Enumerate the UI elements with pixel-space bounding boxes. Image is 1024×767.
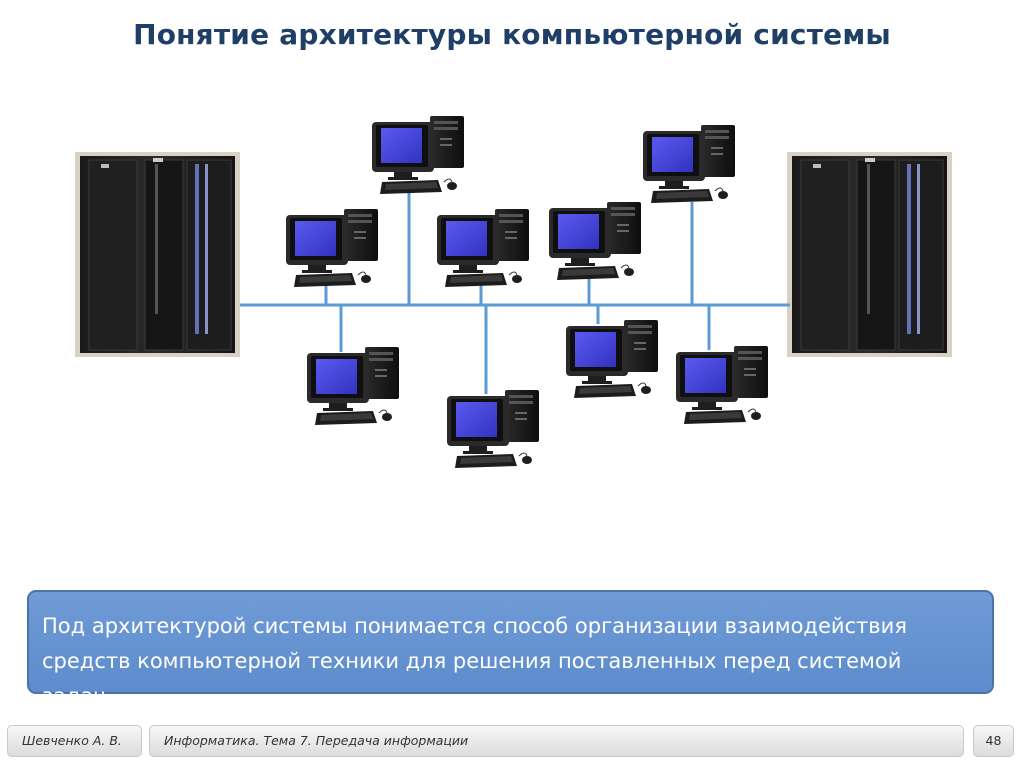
workstation-bottom-icon [446, 389, 540, 469]
workstation-lower-left-icon [306, 346, 400, 426]
footer-author: Шевченко А. В. [7, 725, 142, 757]
workstation-top-icon [371, 115, 465, 195]
server-right-icon [786, 151, 953, 358]
footer-course: Информатика. Тема 7. Передача информации [149, 725, 964, 757]
workstation-lower-right-icon [675, 345, 769, 425]
slide-title: Понятие архитектуры компьютерной системы [133, 18, 891, 51]
workstation-upper-center-icon [436, 208, 530, 288]
server-left-icon [74, 151, 241, 358]
workstation-upper-right-icon [548, 201, 642, 281]
page-number: 48 [973, 725, 1014, 757]
workstation-lower-center-icon [565, 319, 659, 399]
workstation-top-right-icon [642, 124, 736, 204]
network-bus [240, 190, 790, 394]
workstation-upper-left-icon [285, 208, 379, 288]
definition-box: Под архитектурой системы понимается спос… [27, 590, 994, 708]
